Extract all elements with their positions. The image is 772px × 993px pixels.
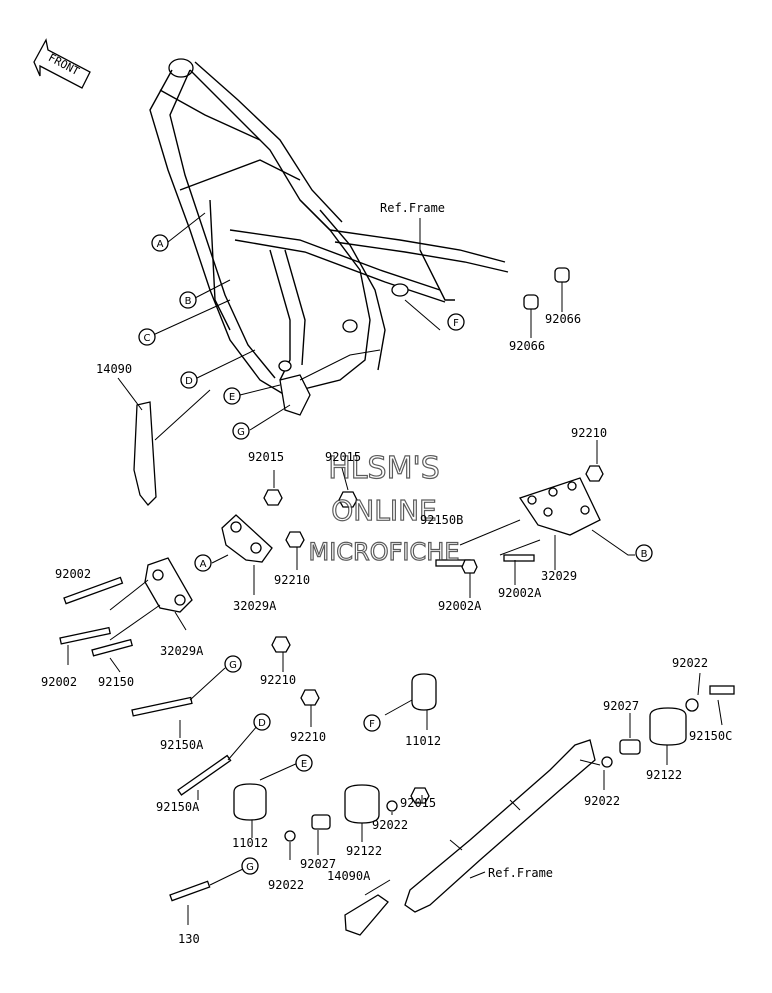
callout-F-frame-label: F [453,318,459,329]
label-92210-g: 92210 [260,673,296,687]
callout-E-collar-label: E [301,759,307,770]
label-32029: 32029 [541,569,577,583]
ref-frame-bottom: Ref.Frame [488,866,553,880]
callout-G-bolt-label: G [246,862,254,873]
watermark-line3: MICROFICHE [309,538,460,566]
callout-G-frame: G [232,422,250,440]
callout-A-bracket-label: A [200,559,207,570]
label-92150A-b: 92150A [156,800,200,814]
callout-D-bolt: D [253,713,271,731]
label-92150C: 92150C [689,729,732,743]
frame-leader-lines [152,212,441,431]
bracket-rod [344,739,601,936]
callout-B-frame-label: B [185,296,192,307]
label-92002-low: 92002 [41,675,77,689]
label-92015-b: 92015 [325,450,361,464]
label-11012-f: 11012 [405,734,441,748]
cap-92066-b [523,294,539,310]
callout-B-bracket-label: B [641,549,648,560]
callout-G-frame-label: G [237,427,245,438]
watermark-line2: ONLINE [331,494,436,527]
bracket-32029A-low [59,557,193,673]
label-32029A-low: 32029A [160,644,204,658]
label-92210-d: 92210 [290,730,326,744]
watermark: HLSM'S ONLINE MICROFICHE [308,450,460,566]
front-arrow-icon: FRONT [33,38,91,89]
callout-A-bracket: A [194,554,212,572]
callout-B-frame: B [179,291,197,309]
motorcycle-frame [149,58,509,416]
label-92150A-a: 92150A [160,738,204,752]
collars-center [169,761,430,925]
callout-F-frame: F [447,313,465,331]
cap-92066-a [554,267,570,283]
label-92210-mid: 92210 [274,573,310,587]
label-92027-r: 92027 [603,699,639,713]
callouts: A B C D E G F A B G D E F G [138,234,653,875]
bolts-92150A [131,636,320,800]
label-92022-r: 92022 [672,656,708,670]
label-92015-c: 92015 [400,796,436,810]
label-92002A-a: 92002A [438,599,482,613]
callout-A-frame: A [151,234,169,252]
callout-D-bolt-label: D [258,718,266,729]
callout-B-bracket: B [635,544,653,562]
label-92002A-b: 92002A [498,586,542,600]
callout-G-bolt: G [241,857,259,875]
label-32029A-mid: 32029A [233,599,277,613]
label-11012-e: 11012 [232,836,268,850]
label-92066-a: 92066 [545,312,581,326]
label-92150B: 92150B [420,513,463,527]
label-92022-g: 92022 [268,878,304,892]
callout-E-collar: E [295,754,313,772]
label-92066-b: 92066 [509,339,545,353]
watermark-line1: HLSM'S [328,451,440,486]
label-92150: 92150 [98,675,134,689]
label-92122-r: 92122 [646,768,682,782]
label-92122-c: 92122 [346,844,382,858]
label-92210-top: 92210 [571,426,607,440]
label-92015-a: 92015 [248,450,284,464]
collars-right [384,672,735,790]
bracket-32029A-mid [211,467,358,595]
label-14090A: 14090A [327,869,371,883]
callout-E-frame: E [223,387,241,405]
callout-C-bolt-label: G [229,660,237,671]
plate-14090 [133,401,157,506]
callout-D-frame-label: D [185,376,193,387]
label-92022-r2: 92022 [584,794,620,808]
bracket-32029 [435,440,635,598]
callout-E-frame-label: E [229,392,235,403]
callout-D-frame: D [180,371,198,389]
label-14090: 14090 [96,362,132,376]
label-92027-c: 92027 [300,857,336,871]
callout-C-frame-label: C [144,333,151,344]
label-92022-c: 92022 [372,818,408,832]
part-labels: 14090 92066 92066 92210 92015 92015 9215… [41,312,732,946]
callout-C-frame: C [138,328,156,346]
callout-F-collar: F [363,714,381,732]
ref-frame-top: Ref.Frame [380,201,445,215]
callout-F-collar-label: F [369,719,375,730]
callout-A-frame-label: A [157,239,164,250]
label-92002: 92002 [55,567,91,581]
label-130: 130 [178,932,200,946]
callout-C-bolt: G [224,655,242,673]
